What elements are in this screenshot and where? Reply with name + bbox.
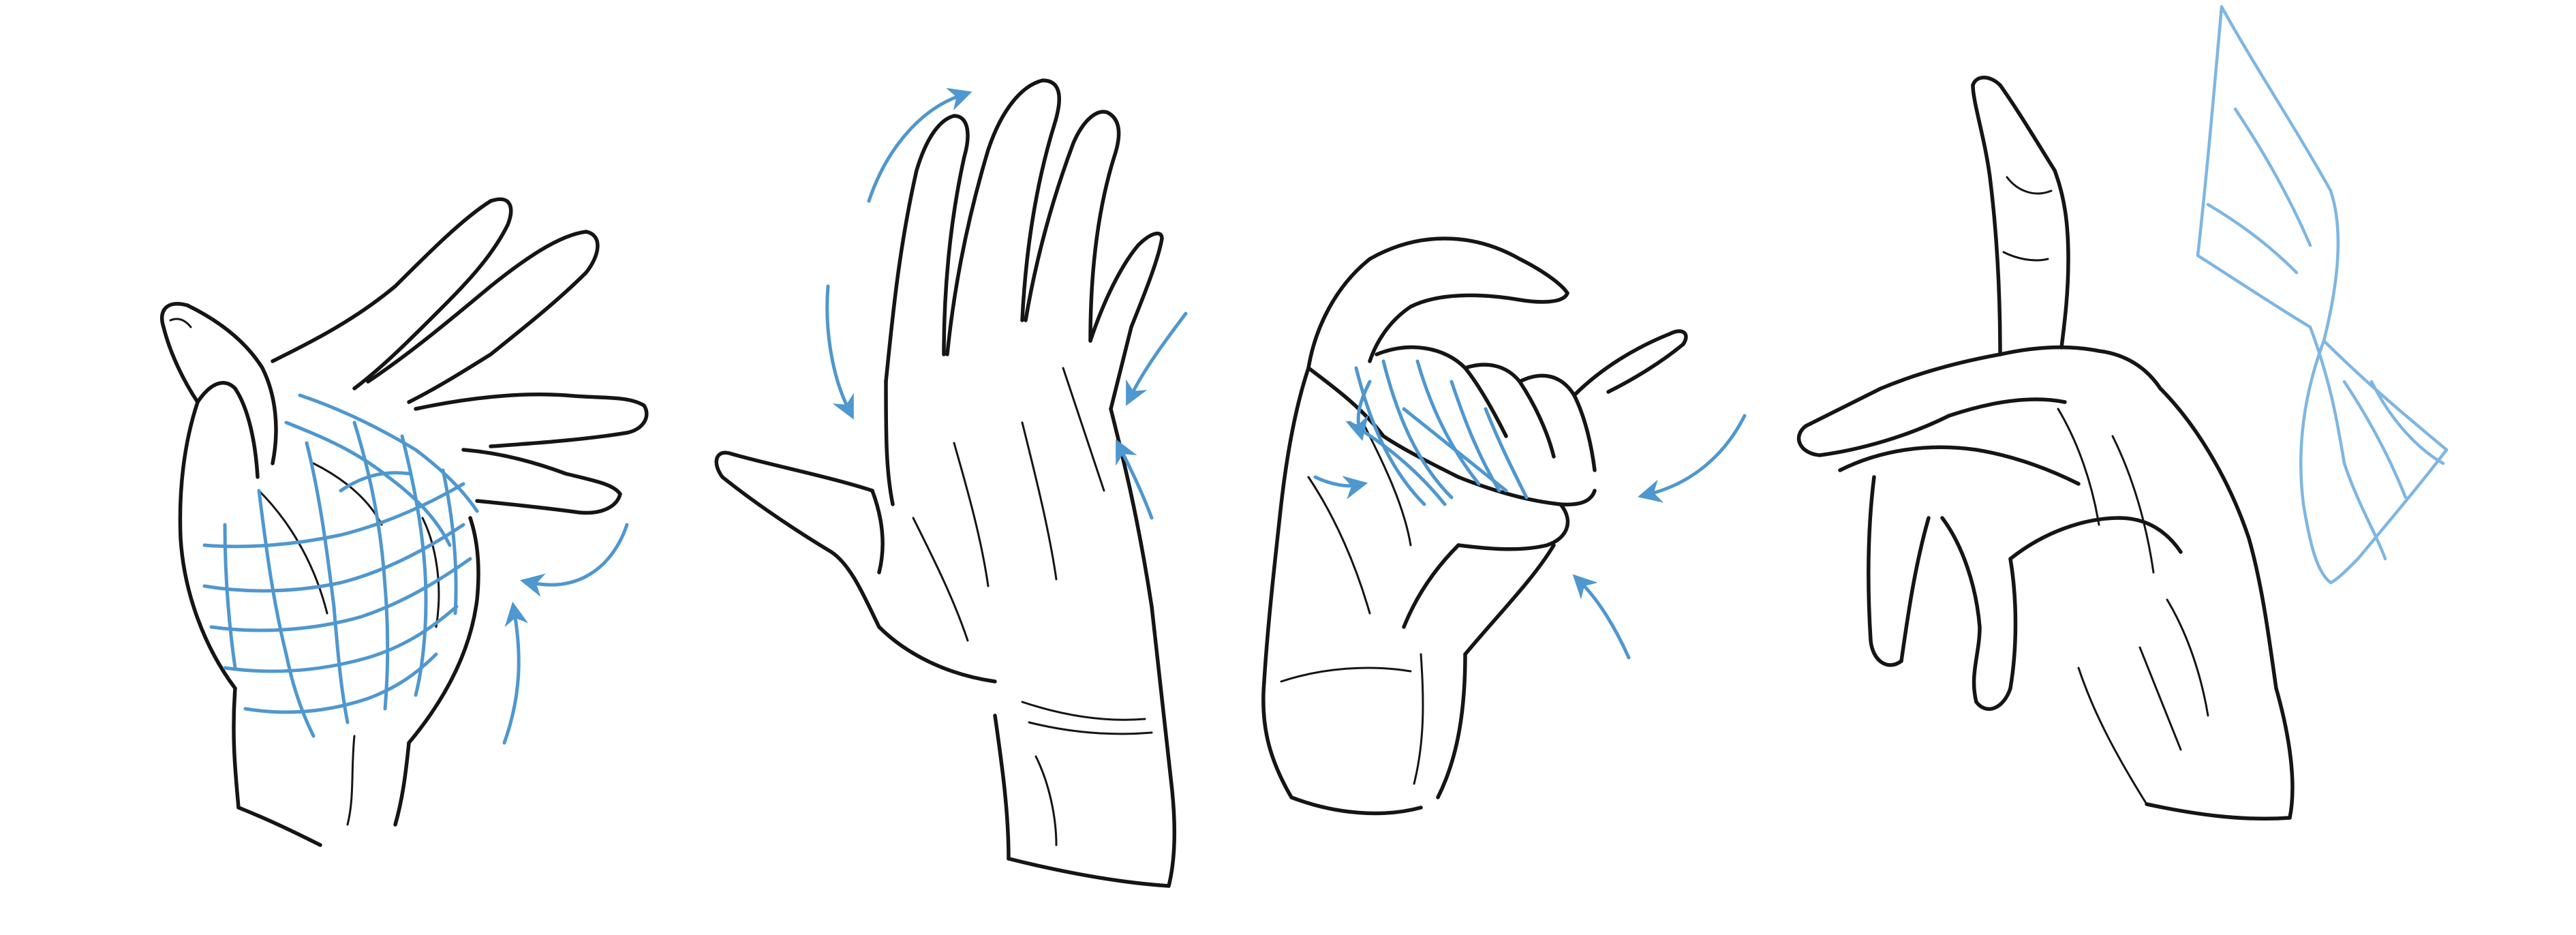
hand-sketch-pointing-up — [1797, 5, 2449, 821]
hand-sketch-cupped-palm — [159, 197, 649, 847]
hand-sketch-open-palm — [714, 78, 1188, 888]
hand-sketch-pinch — [1261, 236, 1747, 816]
